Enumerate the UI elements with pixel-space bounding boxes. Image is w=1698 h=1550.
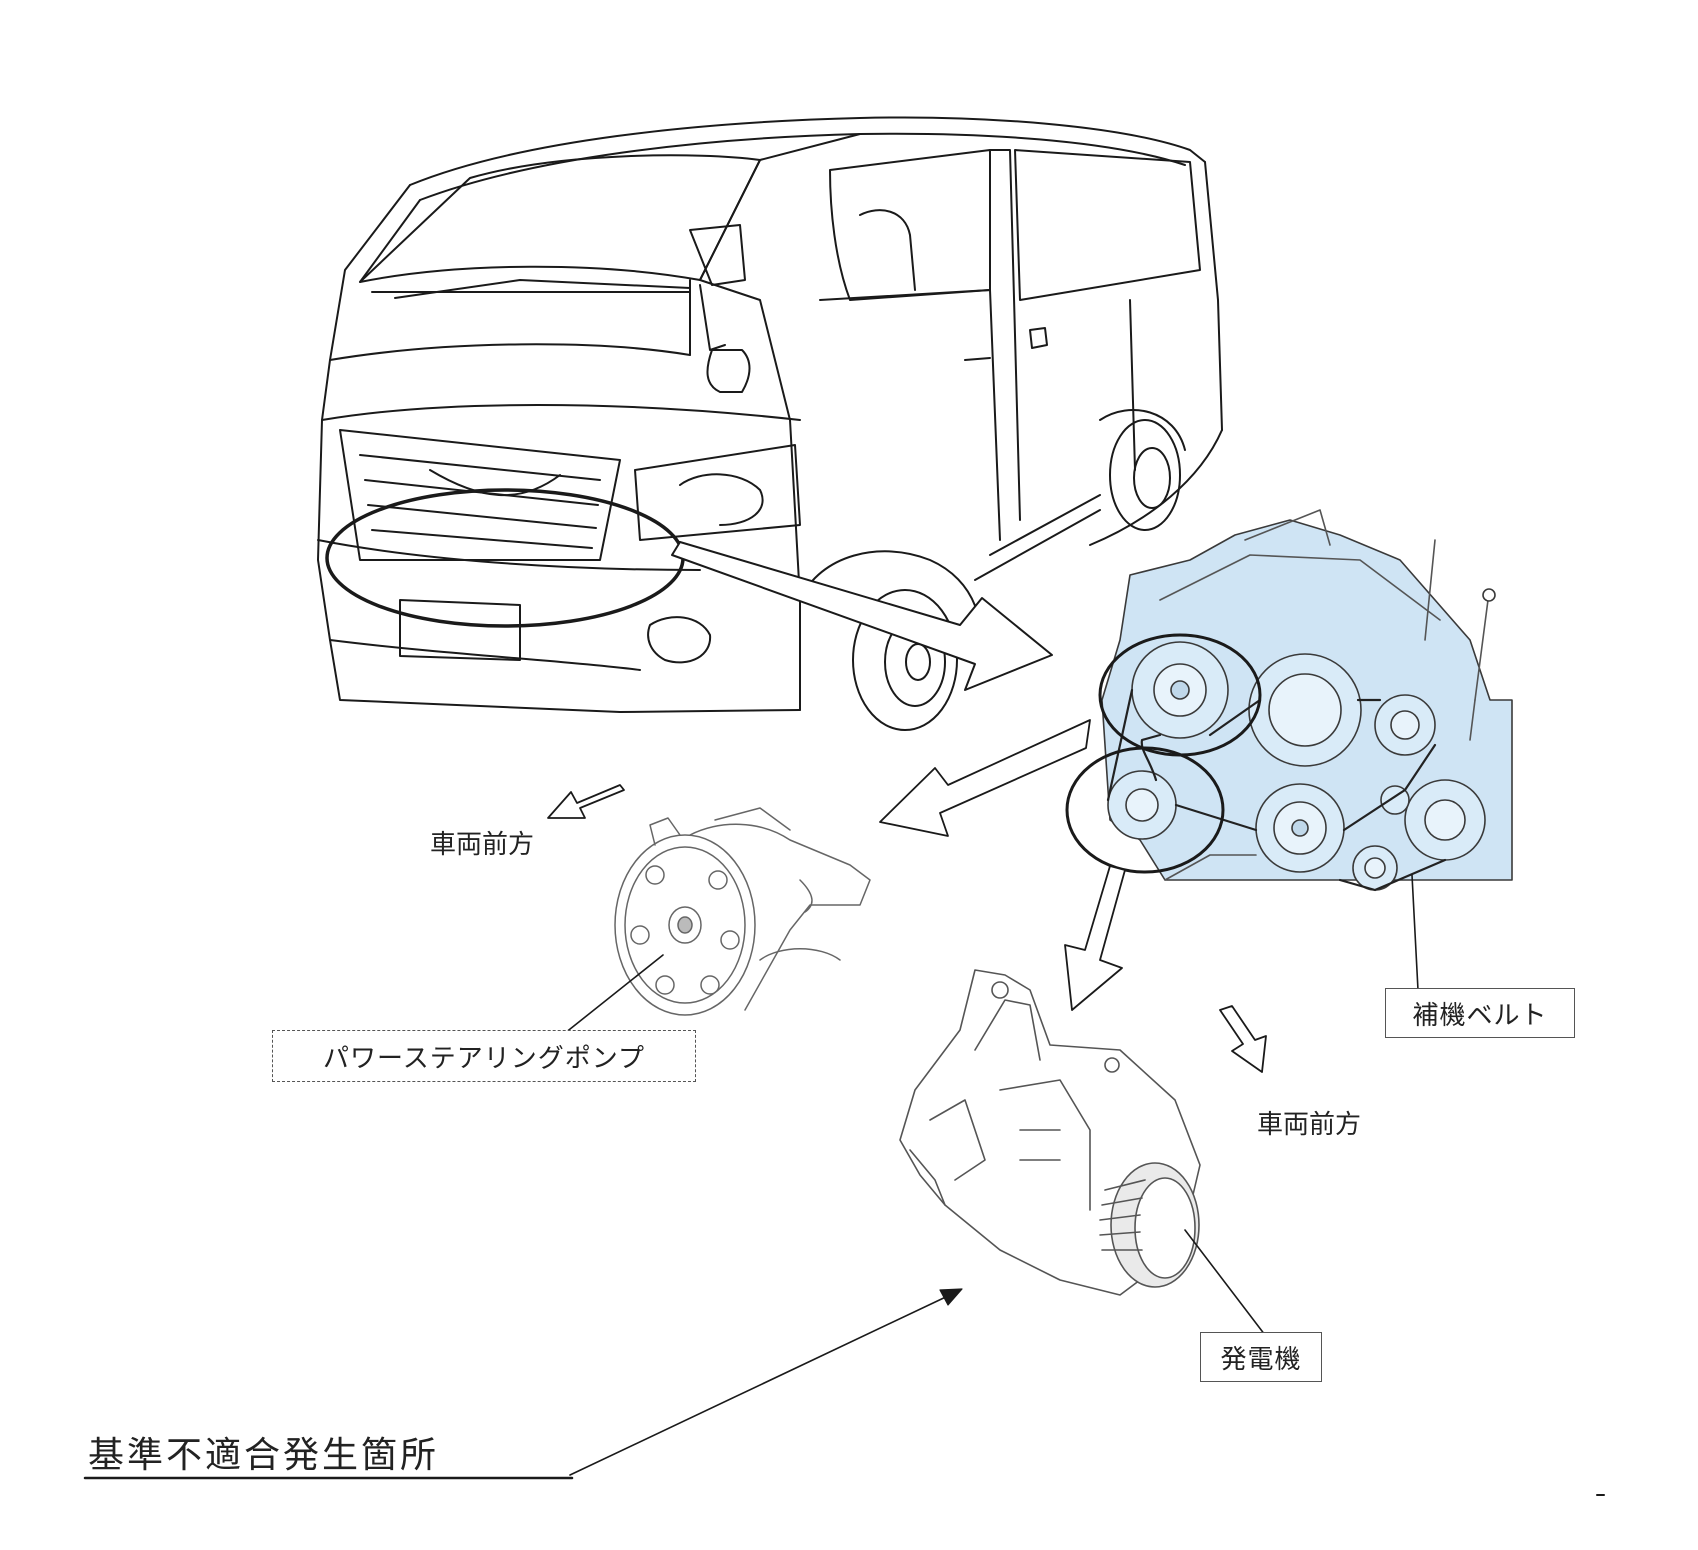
- alternator-drawing: [899, 969, 1201, 1296]
- label-alternator: 発電機: [1200, 1332, 1322, 1382]
- van-drawing: [317, 116, 1223, 731]
- label-power-steering-pump: パワーステアリングポンプ: [272, 1030, 696, 1082]
- alternator-leader-line: [1184, 1229, 1266, 1336]
- front-direction-arrow-left: [547, 784, 625, 819]
- defect-arrow-head: [939, 1288, 963, 1306]
- label-belt: 補機ベルト: [1385, 988, 1575, 1038]
- power-steering-pump-drawing: [614, 807, 871, 1016]
- alternator-highlight-circle: [1065, 746, 1225, 874]
- arrow-to-engine: [671, 541, 1053, 691]
- label-defect-location: 基準不適合発生箇所: [88, 1435, 440, 1476]
- grille-highlight-circle: [325, 488, 685, 628]
- arrow-to-alternator: [1064, 865, 1126, 1011]
- front-direction-arrow-right: [1219, 1005, 1267, 1073]
- belt-leader-line: [1411, 874, 1419, 991]
- defect-arrow-line: [569, 1294, 951, 1476]
- engine-drawing: [1101, 509, 1513, 892]
- arrow-to-pump: [879, 719, 1091, 837]
- label-vehicle-front-left: 車両前方: [430, 830, 535, 860]
- label-vehicle-front-right: 車両前方: [1257, 1110, 1362, 1140]
